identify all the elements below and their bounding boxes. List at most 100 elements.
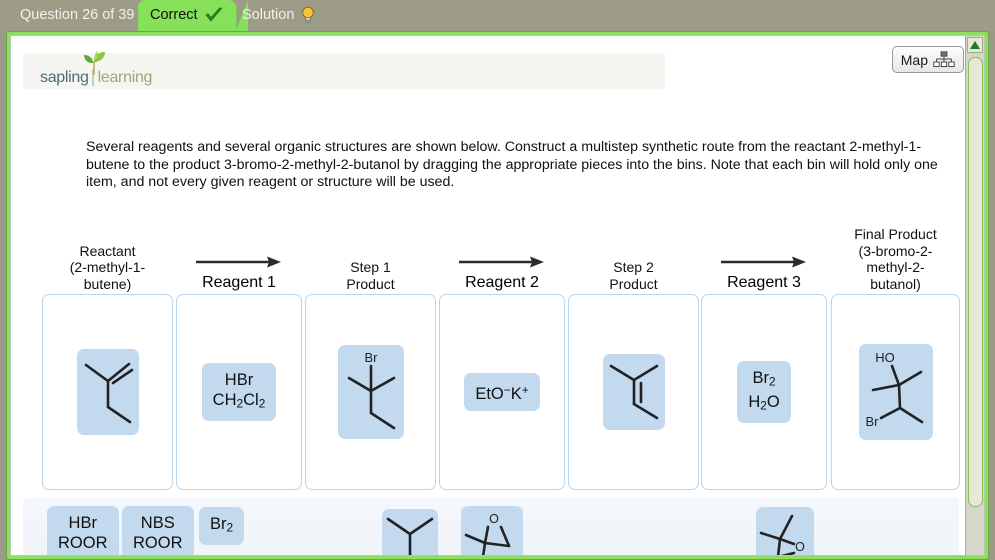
- bin-reagent2[interactable]: EtO−K+: [439, 294, 565, 490]
- sprout-icon: [79, 50, 109, 76]
- reagent-tile-br2-h2o-text: Br2 H2O: [737, 361, 790, 422]
- structure-2-methyl-2-butene[interactable]: [602, 354, 665, 430]
- tray-item-2-ethyl-2-methyloxirane[interactable]: O: [461, 506, 523, 555]
- header-step1-line1: Step 1: [350, 259, 391, 275]
- tray-line-br2: Br2: [210, 515, 234, 535]
- sapling-learning-logo: sapling learning: [40, 55, 152, 87]
- bin-reactant[interactable]: [42, 294, 173, 490]
- tray-item-trimethyloxirane[interactable]: O: [756, 507, 814, 555]
- reagent-tile-etok-text: EtO−K+: [464, 373, 539, 411]
- question-content: sapling learning M: [10, 35, 985, 556]
- checkmark-icon: [205, 7, 223, 23]
- bin-reagent3[interactable]: Br2 H2O: [701, 294, 827, 490]
- tray-line-roor-1: ROOR: [58, 534, 108, 552]
- tray-tile-br2-text: Br2: [199, 507, 244, 545]
- reagent-line-h2o: H2O: [748, 393, 780, 413]
- reaction-arrow-1-icon: [193, 250, 285, 272]
- reagent-tile-hbr-ch2cl2-text: HBr CH2Cl2: [202, 363, 277, 421]
- structure-2-methyl-1-butene[interactable]: [76, 349, 139, 435]
- logo-word-sapling: sapling: [40, 69, 89, 86]
- reagent-tile-etok[interactable]: EtO−K+: [464, 373, 540, 411]
- column-reagent1: Reagent 1 HBr CH2Cl2: [176, 222, 302, 490]
- tray-line-roor-2: ROOR: [133, 534, 183, 552]
- tray-item-nbs-roor[interactable]: NBS ROOR: [122, 506, 194, 555]
- triangle-up-icon: [970, 41, 980, 49]
- tab-solution-label: Solution: [242, 6, 295, 23]
- synthesis-route: Reactant (2-methyl-1- butene): [11, 222, 972, 497]
- scroll-up-button[interactable]: [967, 37, 983, 53]
- header-step2-line2: Product: [609, 275, 658, 292]
- column-step2-product: Step 2 Product: [568, 222, 699, 490]
- reagent-tile-hbr-ch2cl2[interactable]: HBr CH2Cl2: [201, 363, 277, 421]
- header-reagent3: Reagent 3: [701, 222, 827, 294]
- header-step2: Step 2 Product: [568, 222, 699, 294]
- header-reactant-line3: butene): [83, 275, 132, 292]
- branding-bar: sapling learning: [23, 50, 665, 89]
- tray-structure-2-2-3-trimethyloxirane[interactable]: O: [756, 507, 814, 555]
- header-reagent1-label: Reagent 1: [202, 274, 276, 291]
- column-step1-product: Step 1 Product Br: [305, 222, 436, 490]
- map-button-label: Map: [900, 51, 928, 68]
- reagent-line-br2: Br2: [752, 369, 776, 389]
- tab-question-counter[interactable]: Question 26 of 39: [8, 0, 146, 31]
- atom-label-br: Br: [364, 350, 378, 365]
- header-final-line3: methyl-2-: [866, 259, 925, 275]
- reagent-tile-br2-h2o[interactable]: Br2 H2O: [737, 361, 791, 423]
- atom-label-o: O: [795, 540, 805, 554]
- column-final-product: Final Product (3-bromo-2- methyl-2- buta…: [831, 222, 960, 490]
- reaction-arrow-3-icon: [718, 250, 810, 272]
- tab-correct-label: Correct: [150, 6, 198, 23]
- structure-2-bromo-2-methylbutane[interactable]: Br: [337, 345, 404, 439]
- tab-solution[interactable]: Solution: [230, 0, 327, 31]
- item-tray: HBr ROOR NBS ROOR: [23, 498, 959, 555]
- scrollbar-thumb[interactable]: [968, 57, 983, 507]
- tab-question-label: Question 26 of 39: [20, 6, 135, 23]
- tab-correct[interactable]: Correct: [138, 0, 248, 31]
- tray-item-br2[interactable]: Br2: [199, 507, 245, 545]
- question-frame: sapling learning M: [6, 31, 989, 560]
- header-reactant-line2: (2-methyl-1-: [69, 259, 146, 275]
- header-reagent2-label: Reagent 2: [465, 274, 539, 291]
- tray-tile-nbs-roor-text: NBS ROOR: [122, 506, 194, 555]
- logo-divider: [91, 69, 94, 86]
- logo-word-learning: learning: [97, 69, 153, 86]
- header-step1-line2: Product: [346, 275, 395, 292]
- header-step2-line1: Step 2: [613, 259, 654, 275]
- atom-label-o: O: [489, 512, 499, 526]
- tab-bar: Question 26 of 39 Correct Solution: [0, 0, 995, 31]
- tray-line-nbs: NBS: [140, 514, 175, 532]
- tray-tile-hbr-roor-text: HBr ROOR: [47, 506, 119, 555]
- bin-step2-product[interactable]: [568, 294, 699, 490]
- header-reagent2: Reagent 2: [439, 222, 565, 294]
- bin-reagent1[interactable]: HBr CH2Cl2: [176, 294, 302, 490]
- structure-3-bromo-2-methyl-2-butanol[interactable]: HO Br: [858, 344, 933, 440]
- tray-tile-br2[interactable]: Br2: [199, 507, 245, 545]
- header-final-line1: Final Product: [854, 226, 937, 242]
- tray-item-hbr-roor[interactable]: HBr ROOR: [47, 506, 119, 555]
- map-button[interactable]: Map: [891, 46, 964, 73]
- lightbulb-icon: [301, 6, 315, 24]
- reagent-line-etok: EtO−K+: [475, 383, 529, 403]
- tray-tile-nbs-roor[interactable]: NBS ROOR: [122, 506, 194, 555]
- tray-tile-hbr-roor[interactable]: HBr ROOR: [47, 506, 119, 555]
- header-reagent1: Reagent 1: [176, 222, 302, 294]
- column-reagent3: Reagent 3 Br2 H2O: [701, 222, 827, 490]
- header-step1: Step 1 Product: [305, 222, 436, 294]
- column-reactant: Reactant (2-methyl-1- butene): [42, 222, 173, 490]
- column-reagent2: Reagent 2 EtO−K+: [439, 222, 565, 490]
- page-canvas: sapling learning M: [11, 36, 972, 555]
- reagent-line-hbr: HBr: [224, 371, 254, 390]
- atom-label-ho: HO: [875, 350, 895, 365]
- tray-structure-3-methyl-1-butene[interactable]: [382, 509, 438, 555]
- header-reactant: Reactant (2-methyl-1- butene): [42, 222, 173, 294]
- header-final-line4: butanol): [870, 275, 921, 292]
- bin-step1-product[interactable]: Br: [305, 294, 436, 490]
- header-final-line2: (3-bromo-2-: [858, 242, 933, 259]
- tray-item-3-methyl-1-butene[interactable]: [382, 509, 438, 555]
- tray-structure-2-ethyl-2-methyloxirane[interactable]: O: [461, 506, 523, 555]
- vertical-scrollbar[interactable]: [965, 36, 984, 555]
- instructions-text: Several reagents and several organic str…: [86, 139, 938, 190]
- bin-final-product[interactable]: HO Br: [831, 294, 960, 490]
- tray-line-hbr: HBr: [68, 514, 97, 532]
